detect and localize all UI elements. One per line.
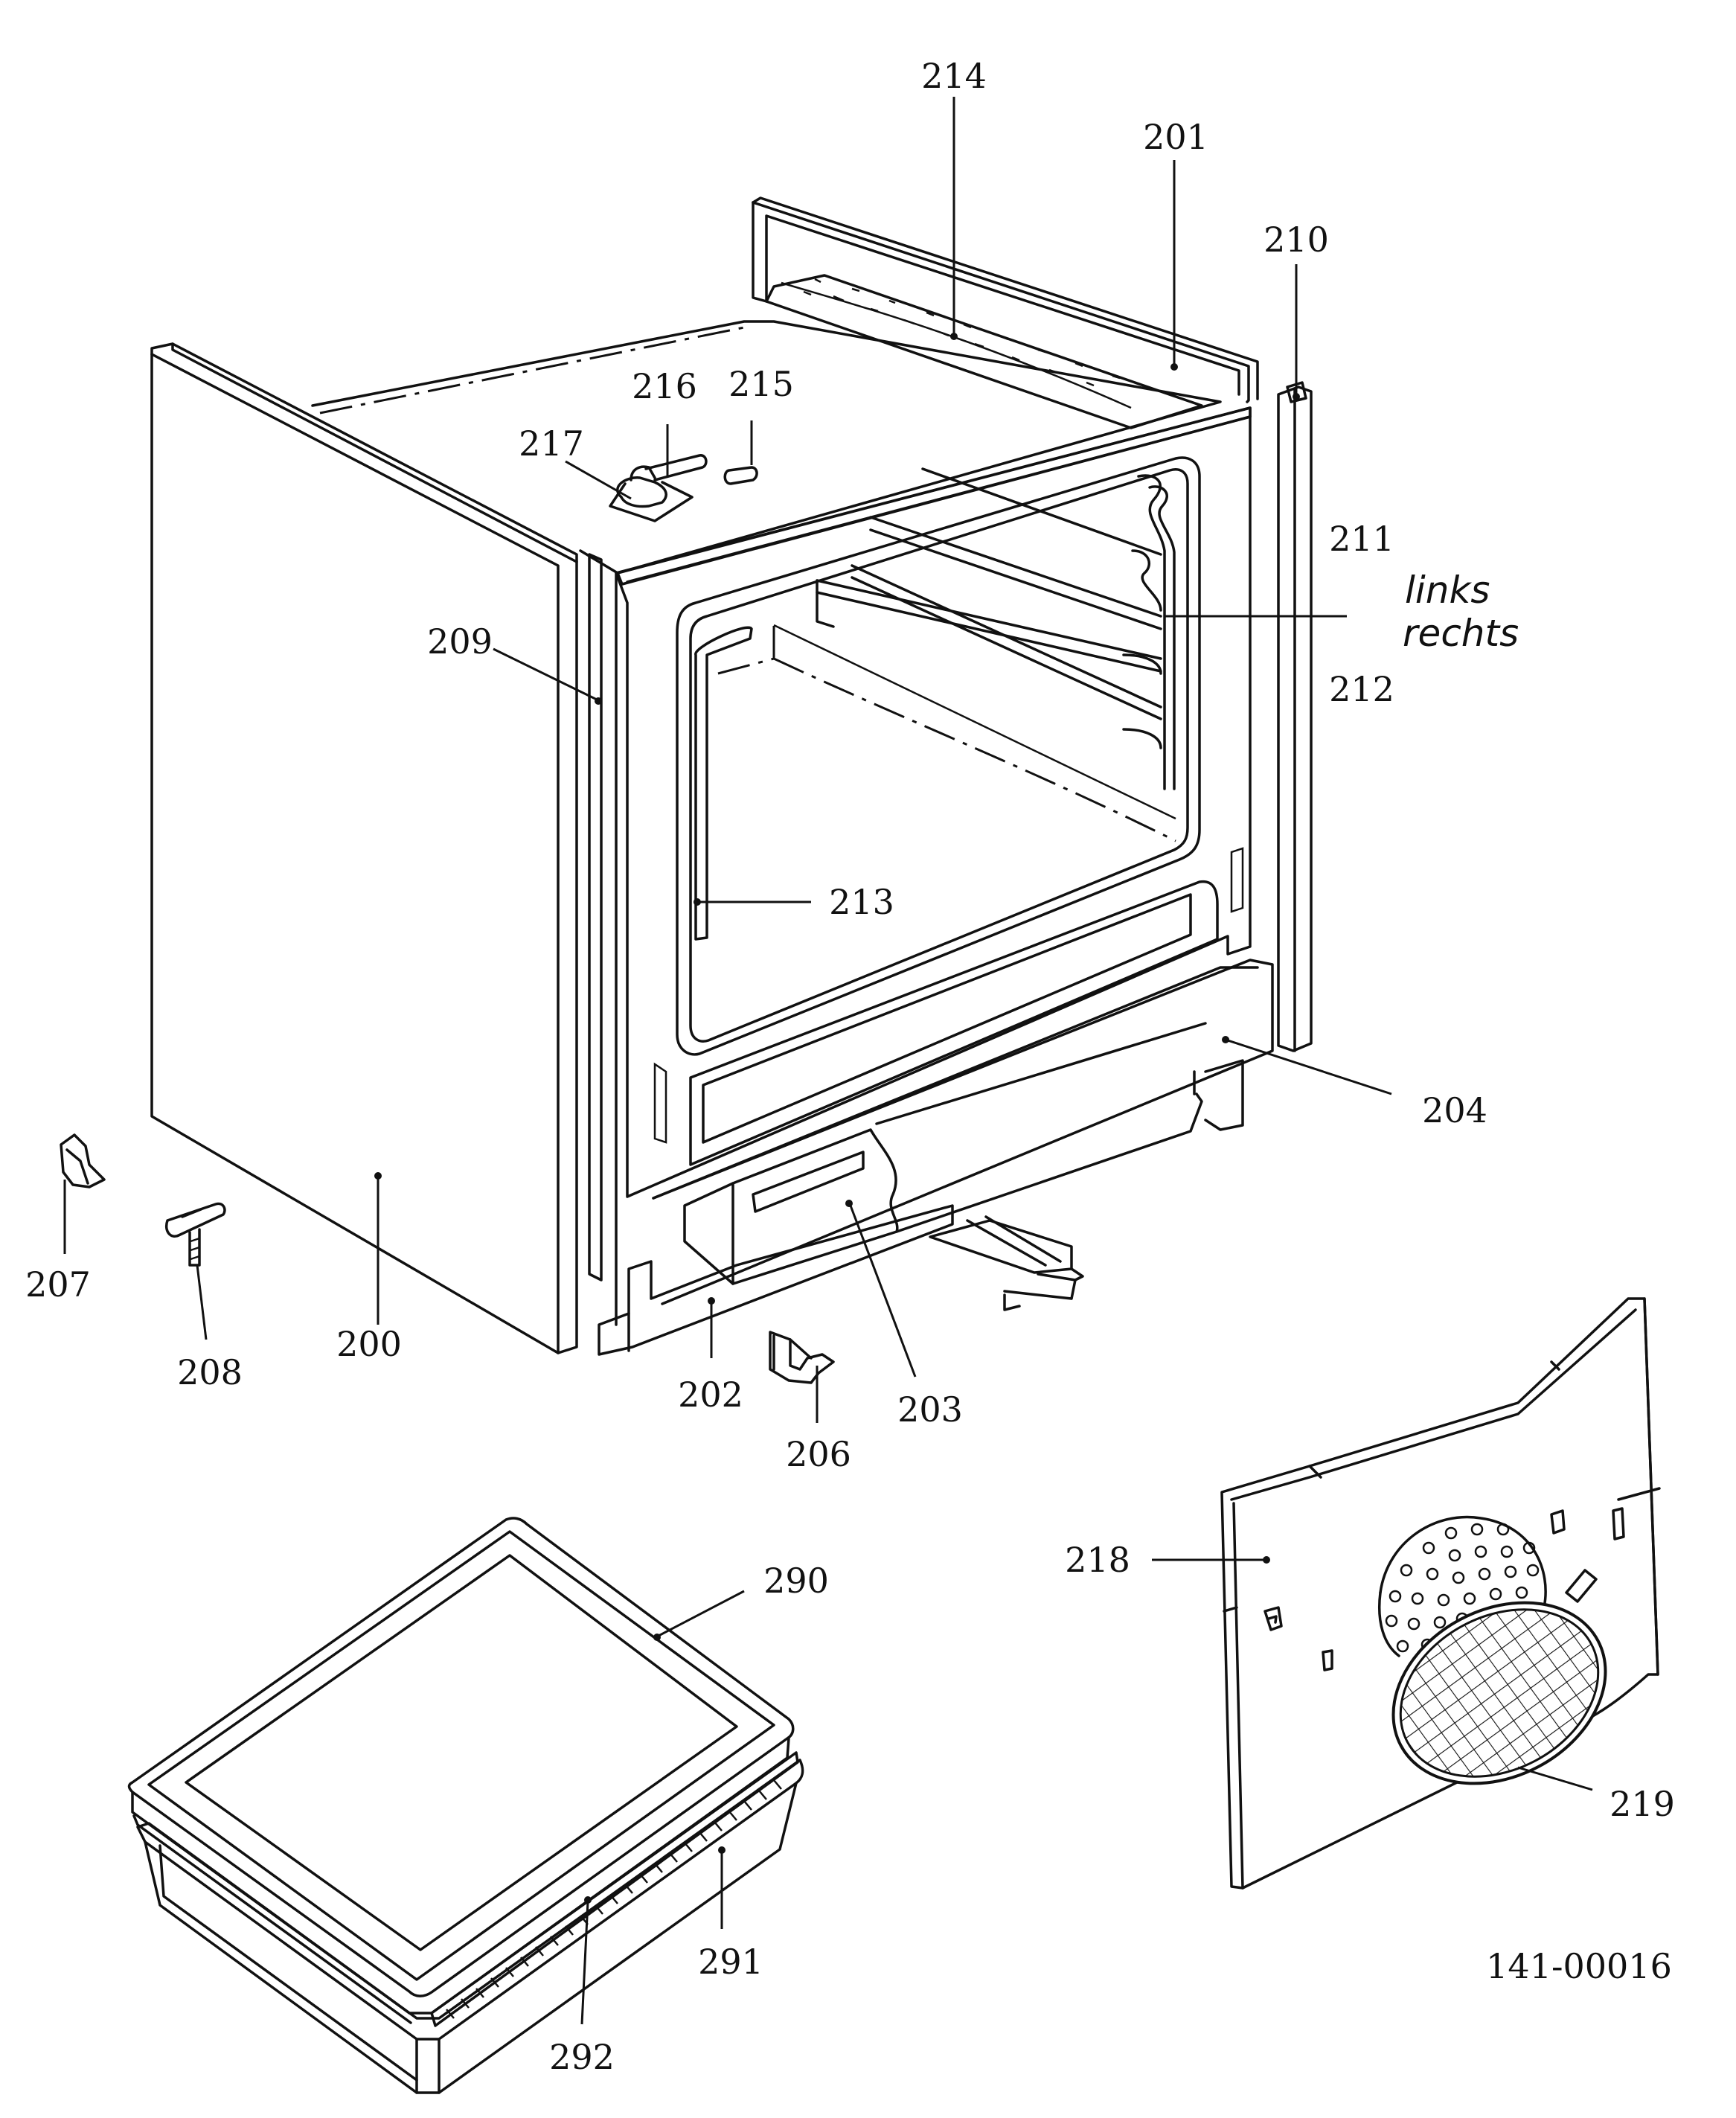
shelf-rails-211-212 bbox=[816, 467, 1176, 790]
callout-216: 216 bbox=[632, 366, 697, 406]
key-208 bbox=[165, 1202, 226, 1267]
callout-212: 212 bbox=[1329, 669, 1394, 709]
drawer-203 bbox=[683, 1022, 1207, 1285]
callout-203: 203 bbox=[897, 1389, 963, 1430]
oven-housing-drawing bbox=[150, 196, 1313, 1356]
callout-211: 211 bbox=[1329, 519, 1394, 559]
callout-201: 201 bbox=[1143, 117, 1208, 157]
oven-cavity bbox=[676, 456, 1201, 1056]
front-frame bbox=[615, 406, 1252, 1326]
note-links: links bbox=[1405, 569, 1490, 612]
drawer-runners bbox=[929, 1215, 1084, 1311]
rear-top-frame-201 bbox=[752, 196, 1259, 403]
callout-213: 213 bbox=[829, 882, 894, 922]
side-panel-200 bbox=[150, 342, 578, 1354]
drawing-number: 141-00016 bbox=[1486, 1946, 1672, 1986]
right-trim-strip-210 bbox=[1277, 381, 1313, 1052]
callout-291: 291 bbox=[698, 1942, 763, 1982]
callout-219: 219 bbox=[1610, 1784, 1675, 1824]
deep-tray-291 bbox=[136, 1759, 804, 2094]
lower-front-panel bbox=[653, 847, 1244, 1166]
callout-206: 206 bbox=[786, 1434, 851, 1474]
bottom-plinth-202 bbox=[598, 1204, 954, 1356]
callout-292: 292 bbox=[549, 2037, 615, 2077]
leader-lines bbox=[63, 97, 1593, 2025]
callout-215: 215 bbox=[728, 364, 794, 404]
callout-218: 218 bbox=[1065, 1540, 1130, 1580]
callout-208: 208 bbox=[177, 1352, 243, 1392]
callout-217: 217 bbox=[519, 423, 584, 464]
clip-207 bbox=[60, 1133, 106, 1188]
callout-210: 210 bbox=[1263, 220, 1329, 260]
grill-element-213 bbox=[694, 626, 753, 941]
callout-209: 209 bbox=[427, 621, 493, 662]
callout-204: 204 bbox=[1422, 1090, 1487, 1130]
bracket-206 bbox=[769, 1331, 835, 1384]
callout-200: 200 bbox=[336, 1324, 402, 1364]
knob-and-sensor-parts bbox=[609, 454, 758, 522]
note-rechts: rechts bbox=[1403, 612, 1519, 655]
callout-290: 290 bbox=[763, 1561, 829, 1601]
control-panel-strip-204 bbox=[652, 959, 1274, 1305]
mesh-filter-219 bbox=[1391, 1601, 1607, 1785]
callout-labels: 214 201 210 216 215 217 211 links rechts… bbox=[25, 56, 1675, 2077]
insulation-strip-214 bbox=[765, 274, 1203, 429]
callout-214: 214 bbox=[921, 56, 987, 96]
trim-strip-left-209 bbox=[588, 553, 603, 1282]
rear-cover-218 bbox=[1220, 1297, 1661, 1890]
callout-202: 202 bbox=[678, 1375, 743, 1415]
callout-207: 207 bbox=[25, 1264, 91, 1305]
grid-shelf-292 bbox=[132, 1751, 799, 2027]
baking-tray-290 bbox=[127, 1517, 795, 2015]
